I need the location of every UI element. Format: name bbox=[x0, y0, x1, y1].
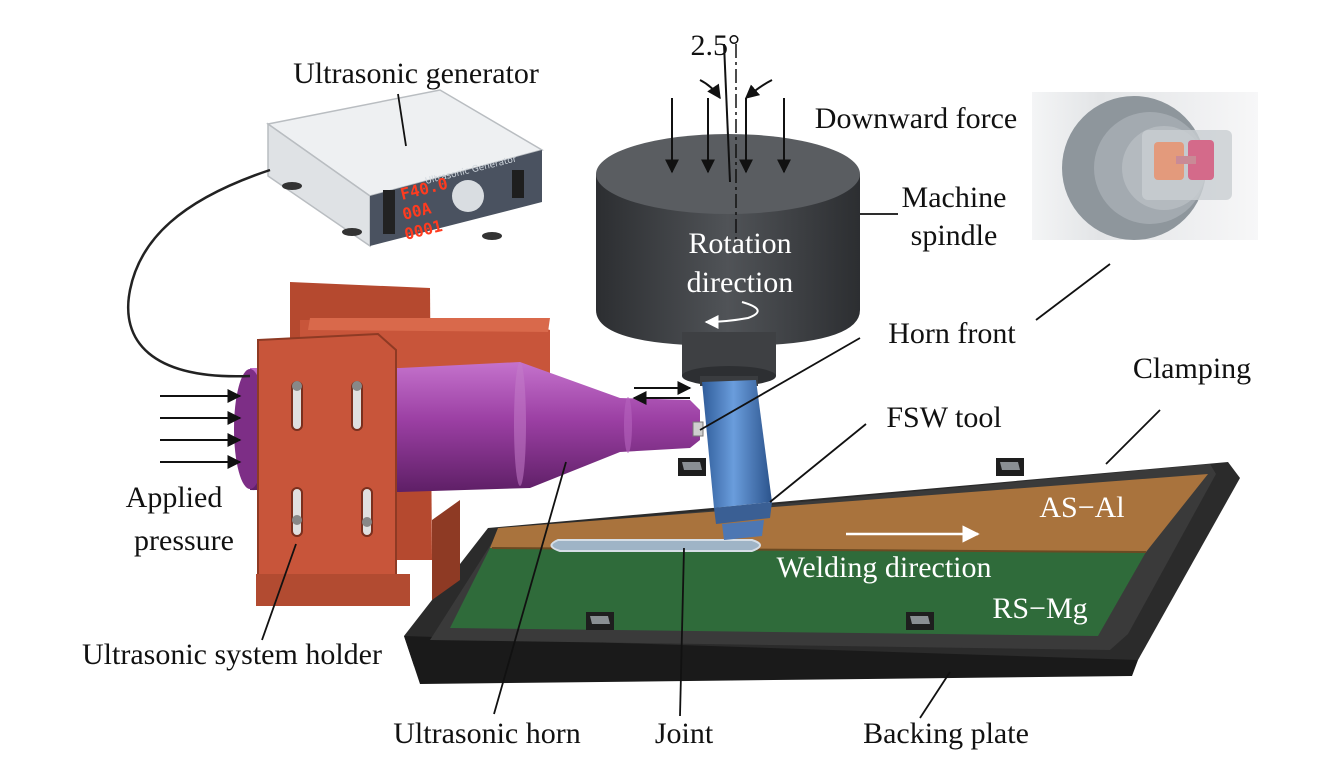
label-downward-force: Downward force bbox=[815, 102, 1017, 135]
label-horn-front: Horn front bbox=[888, 317, 1016, 350]
label-ultrasonic-system-holder: Ultrasonic system holder bbox=[82, 638, 382, 671]
machine-spindle bbox=[596, 134, 860, 386]
rotation-arrow bbox=[704, 301, 759, 329]
label-rotation-direction-2: direction bbox=[687, 266, 794, 299]
label-applied-pressure-2: pressure bbox=[134, 524, 234, 557]
downward-force-arrows bbox=[665, 43, 791, 240]
label-rs-mg: RS−Mg bbox=[992, 592, 1087, 625]
label-rotation-direction-1: Rotation bbox=[688, 227, 791, 260]
label-machine-spindle-2: spindle bbox=[911, 219, 998, 252]
label-machine-spindle-1: Machine bbox=[902, 181, 1007, 214]
label-ultrasonic-generator: Ultrasonic generator bbox=[293, 57, 539, 90]
label-angle: 2.5° bbox=[691, 29, 741, 62]
label-ultrasonic-horn: Ultrasonic horn bbox=[393, 717, 580, 750]
label-backing-plate: Backing plate bbox=[863, 717, 1029, 750]
applied-pressure-arrows bbox=[160, 389, 242, 469]
clamp bbox=[586, 612, 614, 630]
label-clamping: Clamping bbox=[1133, 352, 1251, 385]
clamp bbox=[678, 458, 706, 476]
joint-weld-line bbox=[550, 539, 761, 552]
rs-mg-plate bbox=[450, 548, 1146, 636]
fsw-tool bbox=[702, 380, 772, 540]
generator-cable bbox=[126, 168, 271, 378]
oscillation-arrows bbox=[632, 381, 692, 405]
as-al-plate bbox=[490, 474, 1208, 552]
holder-front-plate bbox=[256, 332, 410, 606]
clamp bbox=[906, 612, 934, 630]
label-fsw-tool: FSW tool bbox=[886, 401, 1001, 434]
label-joint: Joint bbox=[655, 717, 714, 750]
clamp bbox=[996, 458, 1024, 476]
leader-lines bbox=[261, 93, 1161, 719]
label-as-al: AS−Al bbox=[1039, 491, 1124, 524]
label-welding-direction: Welding direction bbox=[776, 551, 991, 584]
ultrasonic-generator: Ultrasonic Generator F40.0 00A 0001 bbox=[266, 89, 544, 248]
label-applied-pressure-1: Applied bbox=[126, 481, 223, 514]
horn-front-inset bbox=[1032, 92, 1258, 240]
